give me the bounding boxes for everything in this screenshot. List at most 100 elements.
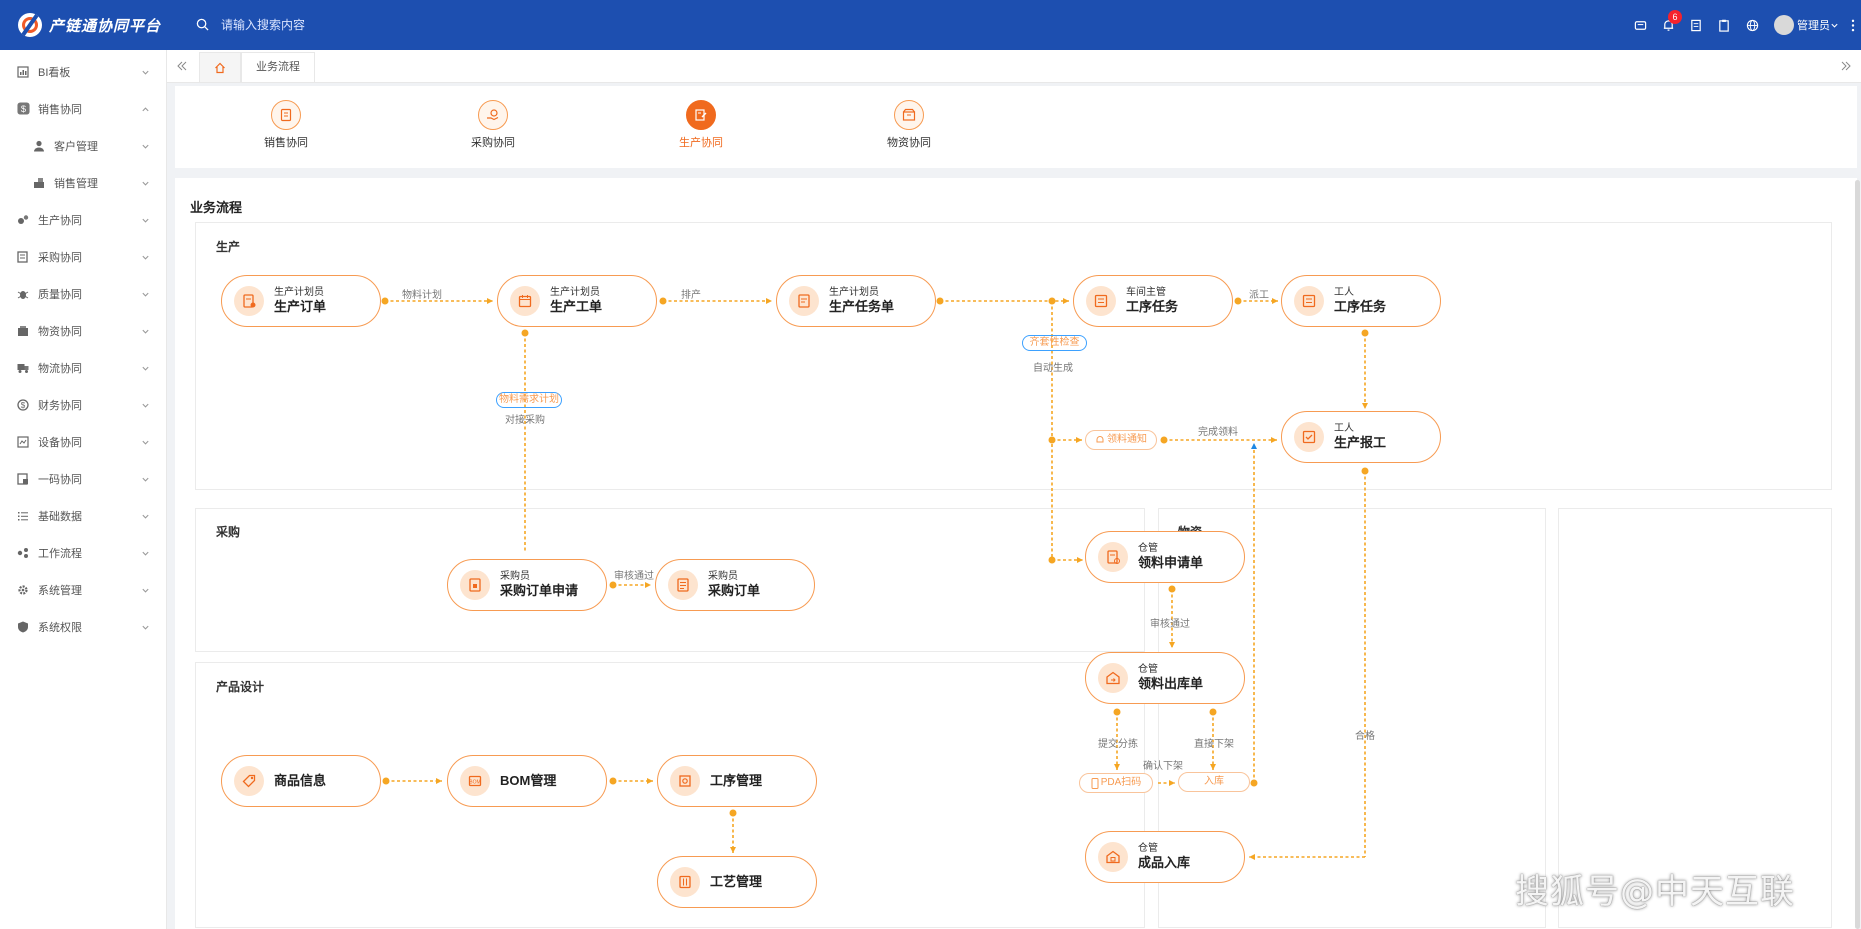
module-material[interactable]: 物资协同 — [869, 100, 949, 150]
sidebar-item-sales[interactable]: $ 销售协同 — [0, 90, 166, 127]
chevron-down-icon — [1831, 23, 1838, 28]
sidebar-item-label: 设备协同 — [38, 436, 82, 449]
node-name: 采购订单 — [708, 583, 761, 599]
hand-coin-icon — [478, 100, 508, 130]
order-list-icon — [668, 570, 698, 600]
edge-label: 提交分拣 — [1098, 739, 1138, 750]
search-box[interactable]: 请输入搜索内容 — [196, 16, 305, 33]
shield-icon — [16, 620, 30, 634]
module-label: 销售协同 — [264, 137, 308, 149]
message-icon[interactable] — [1626, 0, 1654, 50]
sidebar-item-label: 质量协同 — [38, 288, 82, 301]
node-role: 仓管 — [1138, 663, 1158, 675]
tab-home[interactable] — [199, 52, 241, 82]
sidebar-item-label: 客户管理 — [54, 140, 98, 153]
sidebar-item-quality[interactable]: 质量协同 — [0, 275, 166, 312]
note-icon[interactable] — [1682, 0, 1710, 50]
module-production[interactable]: 生产协同 — [661, 100, 741, 150]
tab-scroll-right-icon[interactable] — [1831, 50, 1861, 82]
module-label: 物资协同 — [887, 137, 931, 149]
app-logo[interactable]: 产链通协同平台 — [18, 12, 161, 38]
edge-label: 确认下架 — [1143, 761, 1183, 772]
top-header: 产链通协同平台 请输入搜索内容 6 管理员 — [0, 0, 1861, 50]
bell-icon[interactable]: 6 — [1654, 0, 1682, 50]
sidebar-item-system[interactable]: 系统管理 — [0, 571, 166, 608]
pick-notice-tag[interactable]: 领料通知 — [1085, 430, 1157, 450]
section-label-purchase: 采购 — [216, 525, 241, 539]
finance-icon: $ — [16, 398, 30, 412]
sidebar-item-customer[interactable]: 客户管理 — [0, 127, 166, 164]
material-demand-plan-tag[interactable]: 物料需求计划 — [496, 392, 562, 408]
sidebar-item-device[interactable]: 设备协同 — [0, 423, 166, 460]
node-craft-mgmt[interactable]: 工艺管理 — [657, 856, 817, 908]
user-icon — [32, 139, 46, 153]
node-pick-request[interactable]: 仓管领料申请单 — [1085, 531, 1245, 583]
sidebar-item-permission[interactable]: 系统权限 — [0, 608, 166, 645]
node-purchase-request[interactable]: 采购员采购订单申请 — [447, 559, 607, 611]
sidebar-item-bi[interactable]: BI看板 — [0, 53, 166, 90]
node-prod-report[interactable]: 工人生产报工 — [1281, 411, 1441, 463]
sidebar-item-finance[interactable]: $ 财务协同 — [0, 386, 166, 423]
pda-icon — [1091, 777, 1099, 789]
node-name: 工序管理 — [710, 772, 763, 788]
more-vertical-icon[interactable] — [1845, 0, 1861, 50]
sidebar-item-logistics[interactable]: 物流协同 — [0, 349, 166, 386]
chevron-down-icon — [142, 625, 149, 630]
truck-icon — [16, 361, 30, 375]
completeness-check-tag[interactable]: 齐套性检查 — [1022, 335, 1087, 351]
module-sales[interactable]: 销售协同 — [246, 100, 326, 150]
globe-icon[interactable] — [1738, 0, 1766, 50]
node-process-mgmt[interactable]: 工序管理 — [657, 755, 817, 807]
node-name: 生产任务单 — [829, 299, 895, 315]
search-input[interactable]: 请输入搜索内容 — [221, 18, 306, 32]
pda-scan-tag[interactable]: PDA扫码 — [1079, 773, 1153, 793]
sidebar-item-label: 生产协同 — [38, 214, 82, 227]
module-switcher: 销售协同 采购协同 生产协同 物资协同 — [175, 86, 1857, 168]
avatar — [1774, 15, 1794, 35]
warehouse-in-icon — [1098, 842, 1128, 872]
node-work-order[interactable]: 生产计划员生产工单 — [497, 275, 657, 327]
svg-text:$: $ — [20, 104, 25, 114]
node-process-task-manager[interactable]: 车间主管工序任务 — [1073, 275, 1233, 327]
sidebar-item-sales-mgmt[interactable]: 销售管理 — [0, 164, 166, 201]
node-bom[interactable]: BOM BOM管理 — [447, 755, 607, 807]
user-menu[interactable]: 管理员 — [1774, 15, 1839, 35]
vertical-scrollbar[interactable] — [1855, 180, 1860, 929]
node-product-info[interactable]: 商品信息 — [221, 755, 381, 807]
clipboard-icon[interactable] — [1710, 0, 1738, 50]
sidebar-item-production[interactable]: 生产协同 — [0, 201, 166, 238]
logo-icon — [18, 13, 42, 37]
sidebar-item-workflow[interactable]: 工作流程 — [0, 534, 166, 571]
chevron-down-icon — [142, 329, 149, 334]
stock-in-tag[interactable]: 入库 — [1178, 772, 1250, 792]
edge-label: 合格 — [1355, 731, 1375, 742]
module-purchase[interactable]: 采购协同 — [453, 100, 533, 150]
node-task-order[interactable]: 生产计划员生产任务单 — [776, 275, 936, 327]
tab-scroll-left-icon[interactable] — [167, 50, 197, 82]
node-name: 成品入库 — [1138, 855, 1191, 871]
sidebar-item-label: 物流协同 — [38, 362, 82, 375]
node-finished-in[interactable]: 仓管成品入库 — [1085, 831, 1245, 883]
search-icon — [196, 18, 209, 31]
chevron-down-icon — [142, 403, 149, 408]
node-name: BOM管理 — [500, 772, 557, 788]
node-pick-out[interactable]: 仓管领料出库单 — [1085, 652, 1245, 704]
sidebar-item-material[interactable]: 物资协同 — [0, 312, 166, 349]
node-name: 工序任务 — [1334, 299, 1387, 315]
node-purchase-order[interactable]: 采购员采购订单 — [655, 559, 815, 611]
sidebar-item-purchase[interactable]: 采购协同 — [0, 238, 166, 275]
chevron-down-icon — [142, 588, 149, 593]
node-role: 工人 — [1334, 422, 1354, 434]
sidebar-item-label: 系统管理 — [38, 584, 82, 597]
sidebar-item-label: 系统权限 — [38, 621, 82, 634]
node-prod-order[interactable]: 生产计划员生产订单 — [221, 275, 381, 327]
check-doc-icon — [1294, 422, 1324, 452]
node-process-task-worker[interactable]: 工人工序任务 — [1281, 275, 1441, 327]
request-doc-icon — [460, 570, 490, 600]
chevron-down-icon — [142, 181, 149, 186]
sidebar-item-code[interactable]: 一码协同 — [0, 460, 166, 497]
chevron-down-icon — [142, 514, 149, 519]
tab-business-flow[interactable]: 业务流程 — [241, 52, 315, 82]
sidebar-item-base-data[interactable]: 基础数据 — [0, 497, 166, 534]
